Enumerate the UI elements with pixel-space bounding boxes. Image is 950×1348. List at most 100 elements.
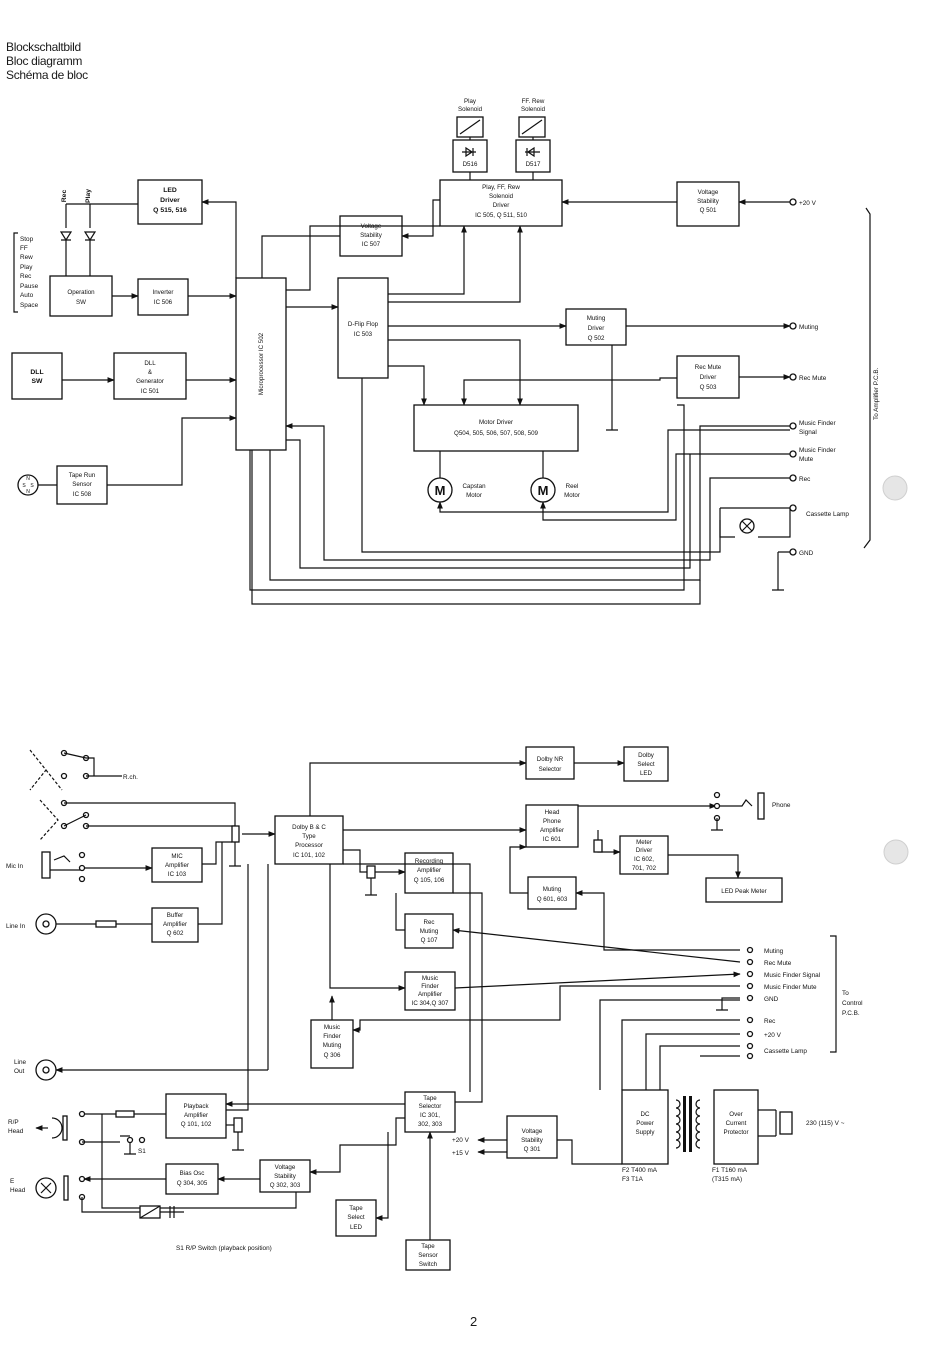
lc-gnd[interactable] bbox=[746, 994, 754, 1002]
dll-gen-line2: & bbox=[148, 369, 153, 376]
mf-amp-line4: IC 304,Q 307 bbox=[412, 1000, 449, 1007]
lc-mf-signal-label: Music Finder Signal bbox=[764, 972, 820, 979]
dolby-bc-line1: Dolby B & C bbox=[292, 824, 326, 831]
switch-rec: Rec bbox=[20, 273, 32, 280]
ff-rew-solenoid: FF. Rew Solenoid bbox=[518, 98, 546, 138]
label-rch: R.ch. bbox=[123, 774, 138, 781]
lc-muting[interactable] bbox=[746, 946, 754, 954]
meter-driver-line1: Meter bbox=[636, 839, 652, 846]
led-peak-meter-label: LED Peak Meter bbox=[721, 888, 766, 895]
phone-jack[interactable] bbox=[757, 792, 765, 820]
capstan-motor-m: M bbox=[435, 483, 446, 498]
lc-rec-mute-label: Rec Mute bbox=[764, 960, 792, 967]
connector-rec[interactable] bbox=[789, 474, 797, 482]
led-driver-line2: Driver bbox=[160, 197, 180, 204]
dff-line2: IC 503 bbox=[354, 331, 373, 338]
dll-sw-block bbox=[11, 352, 63, 400]
connector-muting[interactable] bbox=[789, 322, 797, 330]
mf-muting-line2: Finder bbox=[323, 1033, 341, 1040]
solenoid-driver-line2: Solenoid bbox=[489, 193, 514, 200]
lc-20v[interactable] bbox=[746, 1030, 754, 1038]
label-p20v-lower: +20 V bbox=[452, 1137, 470, 1144]
oc-line3: Protector bbox=[723, 1129, 748, 1136]
lc-mf-signal[interactable] bbox=[746, 970, 754, 978]
control-connectors: +20 V Muting Rec Mute Music Finder Signa… bbox=[789, 198, 849, 557]
tsl-line2: Select bbox=[347, 1214, 364, 1221]
to-amplifier-label: To Amplifier P.C.B. bbox=[873, 367, 880, 420]
tss-line2: Sensor bbox=[418, 1252, 438, 1259]
label-rp-2: Head bbox=[8, 1128, 24, 1135]
transformer-symbol bbox=[675, 1096, 701, 1152]
operation-sw-line1: Operation bbox=[67, 289, 95, 296]
label-mains: 230 (115) V ~ bbox=[806, 1120, 845, 1127]
rec-amp-line1: Recording bbox=[415, 858, 444, 865]
mains-plug[interactable] bbox=[779, 1111, 793, 1135]
vs-ic507-line2: Stability bbox=[360, 232, 383, 239]
mic-amp-line1: MIC bbox=[171, 853, 183, 860]
mf-amp-line2: Finder bbox=[421, 983, 439, 990]
tape-sel-line1: Tape bbox=[423, 1095, 437, 1102]
lc-lamp-a[interactable] bbox=[746, 1042, 754, 1050]
label-p15v-lower: +15 V bbox=[452, 1150, 470, 1157]
play-solenoid-line1: Play bbox=[464, 98, 477, 105]
led-driver-block bbox=[137, 179, 203, 225]
meter-driver-line2: Driver bbox=[636, 847, 653, 854]
mic-jack[interactable] bbox=[41, 851, 51, 879]
buffer-amp-line3: Q 602 bbox=[167, 930, 184, 937]
lc-rec[interactable] bbox=[746, 1016, 754, 1024]
dll-gen-line1: DLL bbox=[144, 360, 156, 367]
lc-mf-mute[interactable] bbox=[746, 982, 754, 990]
dc-power-supply-block bbox=[621, 1089, 669, 1165]
connector-lamp[interactable] bbox=[789, 504, 797, 512]
dff-line1: D-Flip Flop bbox=[348, 321, 379, 328]
lc-20v-label: +20 V bbox=[764, 1032, 782, 1039]
pb-amp-line1: Playback bbox=[183, 1103, 209, 1110]
mf-amp-line1: Music bbox=[422, 975, 438, 982]
connector-gnd[interactable] bbox=[789, 548, 797, 556]
dolby-nr-line1: Dolby NR bbox=[537, 756, 564, 763]
vs-q501-line3: Q 501 bbox=[700, 207, 717, 214]
diode-d517-label: D517 bbox=[526, 161, 541, 168]
lc-lamp-label: Cassette Lamp bbox=[764, 1048, 807, 1055]
voltage-stability-q501-block bbox=[676, 181, 740, 227]
microprocessor-block bbox=[235, 277, 287, 451]
label-gnd: GND bbox=[799, 550, 814, 557]
control-wiring bbox=[38, 137, 791, 605]
connector-20v[interactable] bbox=[789, 198, 797, 206]
connector-mf-mute[interactable] bbox=[789, 450, 797, 458]
lc-rec-mute[interactable] bbox=[746, 958, 754, 966]
label-rp-1: R/P bbox=[8, 1119, 19, 1126]
solenoid-driver-line3: Driver bbox=[493, 202, 510, 209]
motor-driver-line2: Q504, 505, 506, 507, 508, 509 bbox=[454, 430, 539, 437]
to-control-3: P.C.B. bbox=[842, 1010, 860, 1017]
connector-rec-mute[interactable] bbox=[789, 373, 797, 381]
inverter-block bbox=[137, 278, 189, 316]
ffrew-solenoid-line2: Solenoid bbox=[521, 106, 546, 113]
hp-amp-line4: IC 601 bbox=[543, 836, 562, 843]
diode-d517-symbol bbox=[525, 146, 540, 158]
inverter-line1: Inverter bbox=[153, 289, 174, 296]
play-solenoid: Play Solenoid bbox=[456, 98, 484, 138]
label-mic-in: Mic In bbox=[6, 863, 23, 870]
sensor-s2: S bbox=[30, 483, 34, 489]
connector-mf-signal[interactable] bbox=[789, 422, 797, 430]
solenoid-driver-line1: Play, FF, Rew bbox=[482, 184, 520, 191]
dolby-bc-line3: Processor bbox=[295, 842, 323, 849]
title-german: Blockschaltbild bbox=[6, 40, 81, 54]
buffer-amp-line2: Amplifier bbox=[163, 921, 187, 928]
vs302-line2: Stability bbox=[274, 1173, 297, 1180]
lc-lamp-b[interactable] bbox=[746, 1052, 754, 1060]
dc-ps-line2: Power bbox=[636, 1120, 654, 1127]
tape-run-sensor-block bbox=[56, 465, 108, 505]
vs302-line3: Q 302, 303 bbox=[270, 1182, 301, 1189]
meter-driver-line4: 701, 702 bbox=[632, 865, 657, 872]
switch-list-bracket bbox=[13, 232, 18, 313]
page-number: 2 bbox=[470, 1314, 478, 1329]
binder-hole-lower bbox=[883, 839, 909, 865]
playback-amplifier-block bbox=[165, 1093, 227, 1139]
voltage-stability-302-block bbox=[259, 1159, 311, 1193]
sensor-s1: S bbox=[22, 483, 26, 489]
ffrew-solenoid-line1: FF. Rew bbox=[522, 98, 545, 105]
switch-ff: FF bbox=[20, 245, 28, 252]
